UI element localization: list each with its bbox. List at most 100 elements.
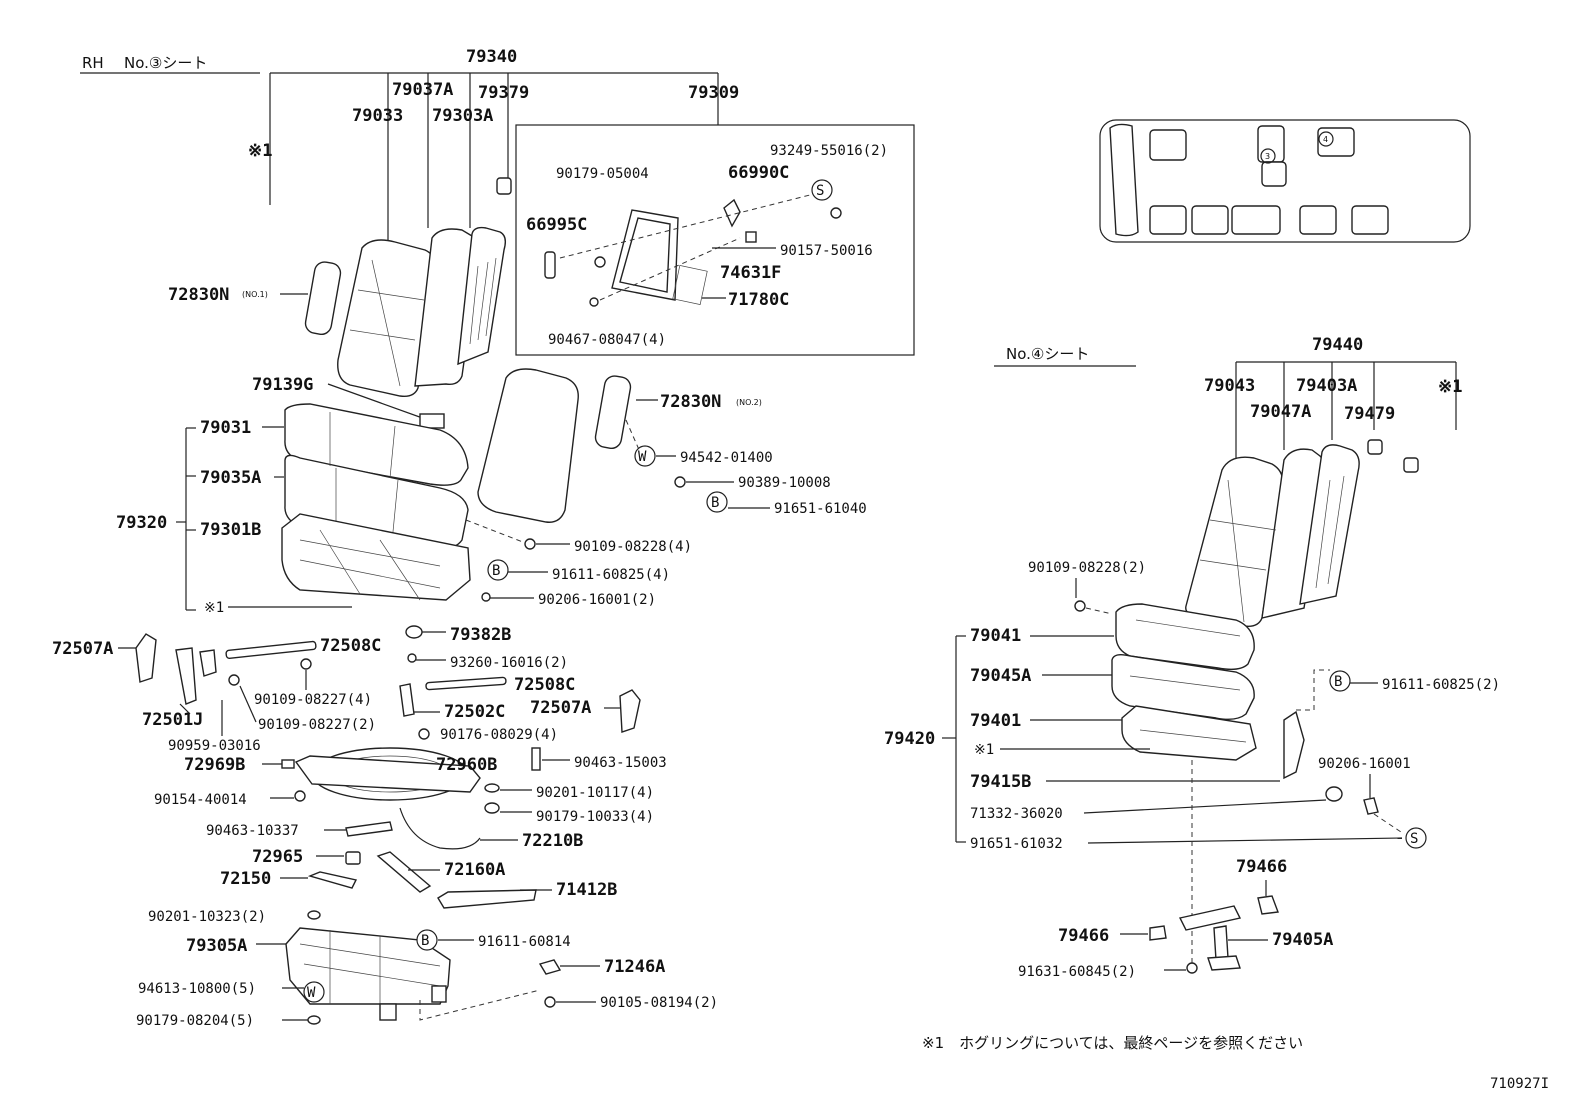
label-90176: 90176-08029(4): [440, 727, 558, 743]
mark-s-inset: S: [816, 183, 824, 199]
label-72502C: 72502C: [444, 702, 505, 722]
label-93260: 93260-16016(2): [450, 655, 568, 671]
ref1-label: ※1: [248, 141, 272, 161]
label-90105: 90105-08194(2): [600, 995, 718, 1011]
label-94542: 94542-01400: [680, 450, 773, 466]
label-79379: 79379: [478, 83, 529, 103]
swivel-mechanism: [281, 747, 481, 801]
label-79420: 79420: [884, 729, 935, 749]
label-79045A: 79045A: [970, 666, 1031, 686]
label-91651-61040: 91651-61040: [774, 501, 867, 517]
label-71246A: 71246A: [604, 957, 665, 977]
label-90157: 90157-50016: [780, 243, 873, 259]
label-72508C-a: 72508C: [320, 636, 381, 656]
label-79303A: 79303A: [432, 106, 493, 126]
label-94613: 94613-10800(5): [138, 981, 256, 997]
label-79035A: 79035A: [200, 468, 261, 488]
label-72150: 72150: [220, 869, 271, 889]
label-90179-05004: 90179-05004: [556, 166, 649, 182]
label-90463-10337: 90463-10337: [206, 823, 299, 839]
label-71332: 71332-36020: [970, 806, 1063, 822]
label-72830N-no1: 72830N: [168, 285, 229, 305]
label-90109-08227-b: 90109-08227(2): [258, 717, 376, 733]
inset-parts: S: [544, 179, 842, 307]
label-71780C: 71780C: [728, 290, 789, 310]
label-72210B: 72210B: [522, 831, 583, 851]
map-seat3-no: 3: [1265, 152, 1270, 161]
label-79403A: 79403A: [1296, 376, 1357, 396]
label-91611-60814: 91611-60814: [478, 934, 571, 950]
label-72830N-no2: 72830N: [660, 392, 721, 412]
label-90463-15003: 90463-15003: [574, 755, 667, 771]
label-90206-2: 90206-16001(2): [538, 592, 656, 608]
label-91611-60825-2: 91611-60825(2): [1382, 677, 1500, 693]
label-72830N-no2-sub: (NO.2): [736, 398, 762, 407]
label-72160A: 72160A: [444, 860, 505, 880]
label-90179-08204: 90179-08204(5): [136, 1013, 254, 1029]
label-79479: 79479: [1344, 404, 1395, 424]
label-72969B: 72969B: [184, 755, 245, 775]
label-90467: 90467-08047(4): [548, 332, 666, 348]
label-90109-08228-2: 90109-08228(2): [1028, 560, 1146, 576]
map-seat4-no: 4: [1323, 135, 1328, 144]
label-79382B: 79382B: [450, 625, 511, 645]
diagram-id: 710927I: [1490, 1076, 1549, 1092]
label-91611-60825-4: 91611-60825(4): [552, 567, 670, 583]
label-66990C: 66990C: [728, 163, 789, 183]
label-93249: 93249-55016(2): [770, 143, 888, 159]
label-79301B: 79301B: [200, 520, 261, 540]
label-79466-b: 79466: [1058, 926, 1109, 946]
header-seat3: RH No.③シート: [80, 54, 260, 74]
label-90201-10323: 90201-10323(2): [148, 909, 266, 925]
label-74631F: 74631F: [720, 263, 781, 283]
seat3-cushion: [281, 403, 471, 601]
rh-label: RH: [82, 54, 104, 72]
label-91651-61032: 91651-61032: [970, 836, 1063, 852]
label-79047A: 79047A: [1250, 402, 1311, 422]
label-79320: 79320: [116, 513, 167, 533]
label-79401: 79401: [970, 711, 1021, 731]
vehicle-seat-map: 3 4: [1099, 119, 1471, 243]
seat3-title: No.③シート: [124, 54, 207, 72]
label-79041: 79041: [970, 626, 1021, 646]
ref1b-label: ※1: [204, 600, 224, 616]
label-72507A-b: 72507A: [530, 698, 591, 718]
label-90389: 90389-10008: [738, 475, 831, 491]
mark-b-2: B: [492, 563, 500, 579]
label-90959: 90959-03016: [168, 738, 261, 754]
mark-b-3: B: [421, 933, 429, 949]
label-79033: 79033: [352, 106, 403, 126]
label-79305A: 79305A: [186, 936, 247, 956]
mark-w-2: W: [307, 985, 316, 1001]
seat4-back: [1185, 439, 1419, 628]
label-91631: 91631-60845(2): [1018, 964, 1136, 980]
label-90109-08227-a: 90109-08227(4): [254, 692, 372, 708]
label-79466-a: 79466: [1236, 857, 1287, 877]
label-72965: 72965: [252, 847, 303, 867]
label-79037A: 79037A: [392, 80, 453, 100]
label-79405A: 79405A: [1272, 930, 1333, 950]
seat3-back: [304, 177, 512, 398]
mark-b-4: B: [1334, 674, 1342, 690]
label-ref1b-r: ※1: [974, 742, 994, 758]
label-79440: 79440: [1312, 335, 1363, 355]
footnote: ※1 ホグリングについては、最終ページを参照ください: [922, 1034, 1303, 1052]
label-79043: 79043: [1204, 376, 1255, 396]
mark-s-2: S: [1410, 831, 1418, 847]
label-72830N-no1-sub: (NO.1): [242, 290, 268, 299]
label-71412B: 71412B: [556, 880, 617, 900]
seat4-cushion: [1111, 603, 1257, 761]
label-79415B: 79415B: [970, 772, 1031, 792]
seat3-back-right: [477, 368, 641, 523]
label-72507A-a: 72507A: [52, 639, 113, 659]
label-90179-10033: 90179-10033(4): [536, 809, 654, 825]
label-ref1-r: ※1: [1438, 377, 1462, 397]
label-72508C-b: 72508C: [514, 675, 575, 695]
label-90109-08228-4: 90109-08228(4): [574, 539, 692, 555]
label-79340: 79340: [466, 47, 517, 67]
inset-box: [515, 124, 915, 356]
label-72960B: 72960B: [436, 755, 497, 775]
label-72501J: 72501J: [142, 710, 203, 730]
label-79309: 79309: [688, 83, 739, 103]
